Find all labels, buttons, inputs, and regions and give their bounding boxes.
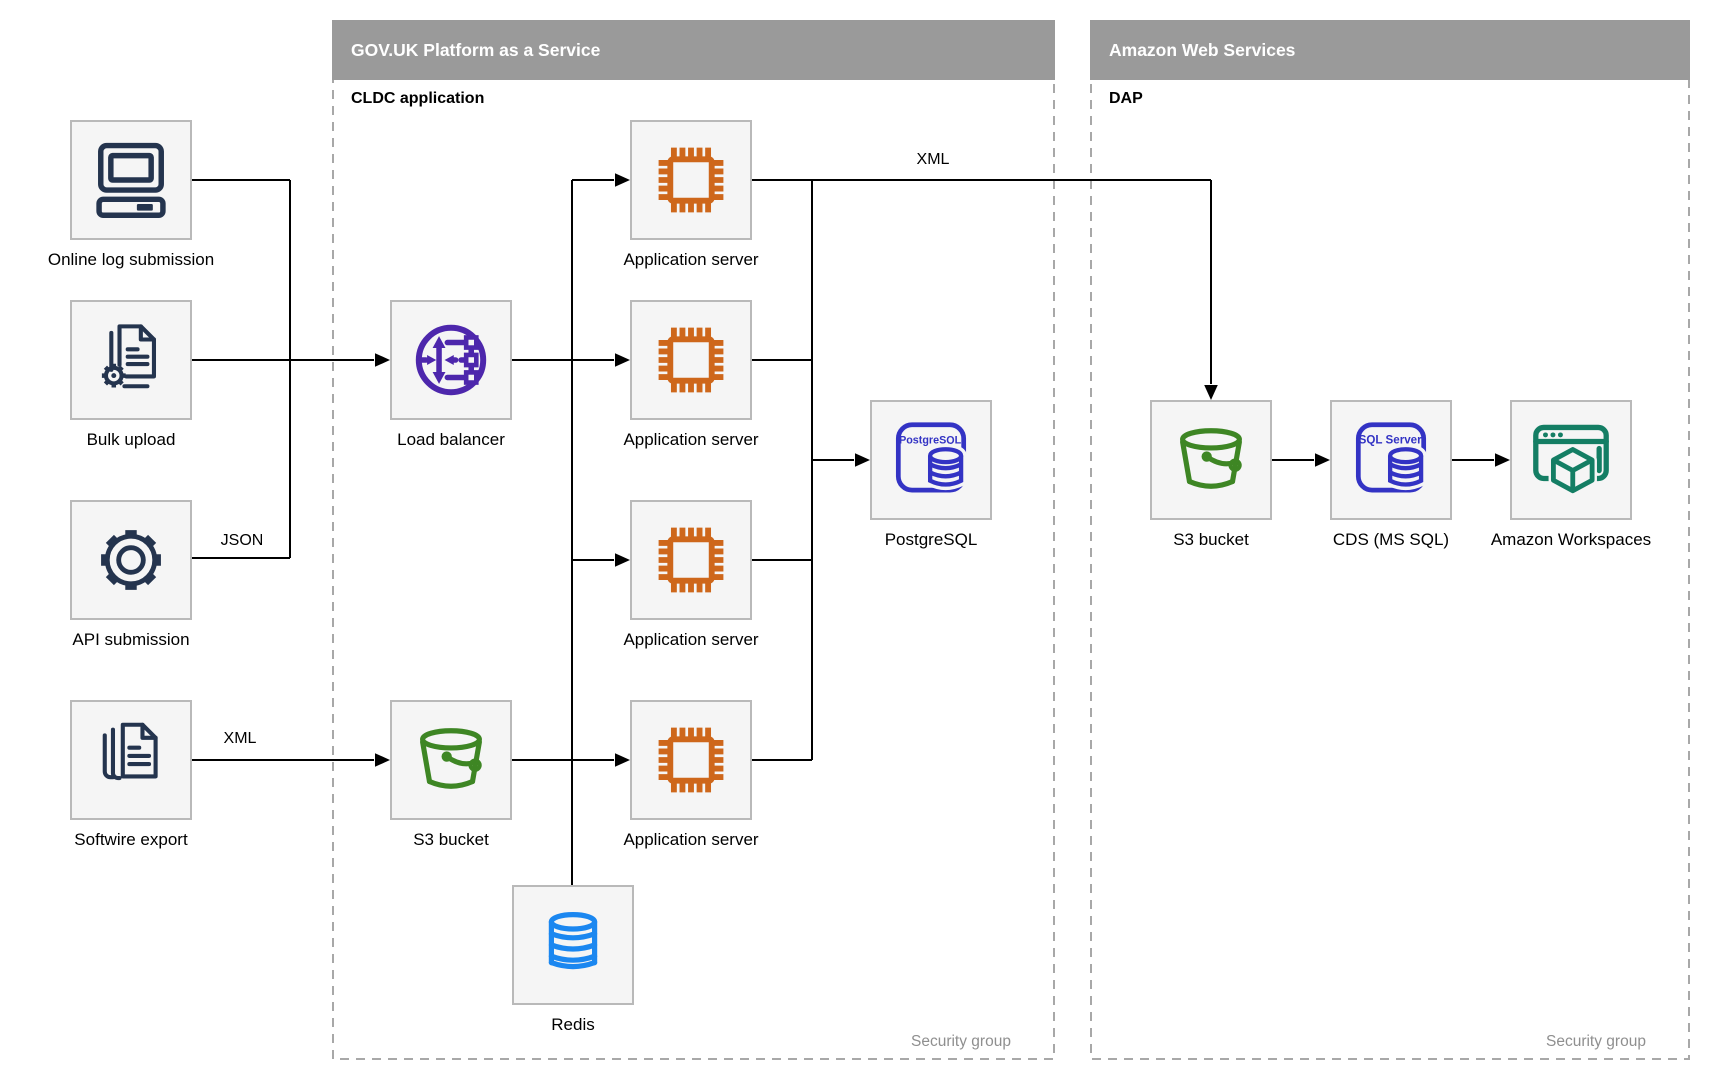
gear-icon <box>101 530 161 590</box>
node-label: Online log submission <box>47 250 215 269</box>
database-icon <box>548 912 598 970</box>
edge-label-json: JSON <box>217 532 267 550</box>
bucket-icon <box>420 728 482 789</box>
documents-stack-icon <box>102 722 158 781</box>
node-label: API submission <box>72 630 190 649</box>
node-label: Application server <box>623 830 759 849</box>
node-label: Redis <box>551 1015 595 1034</box>
node-application-server-4[interactable] <box>630 700 752 820</box>
connectors <box>192 178 1494 885</box>
node-application-server-2[interactable] <box>630 300 752 420</box>
node-label: Amazon Workspaces <box>1490 530 1652 549</box>
node-bulk-upload[interactable] <box>70 300 192 420</box>
node-label: Bulk upload <box>86 430 176 449</box>
edge-label-xml-softwire: XML <box>220 730 260 748</box>
edge-label-xml-aws: XML <box>913 151 953 169</box>
chip-icon <box>658 147 724 213</box>
node-label: Softwire export <box>74 830 188 849</box>
aws-security-group-label: Security group <box>1546 1033 1646 1050</box>
node-amazon-workspaces[interactable] <box>1510 400 1632 520</box>
chip-icon <box>658 727 724 793</box>
paas-container-titlebar[interactable]: GOV.UK Platform as a Service <box>332 20 1055 80</box>
workspaces-icon <box>1533 424 1609 496</box>
paas-sublabel: CLDC application <box>351 90 485 107</box>
document-gear-icon <box>101 324 157 389</box>
node-label: Application server <box>623 630 759 649</box>
bucket-icon <box>1180 428 1242 489</box>
paas-container-title: GOV.UK Platform as a Service <box>351 40 601 60</box>
chip-icon <box>658 327 724 393</box>
node-online-log-submission[interactable] <box>70 120 192 240</box>
load-balancer-icon <box>415 324 487 396</box>
aws-container-titlebar[interactable]: Amazon Web Services <box>1090 20 1690 80</box>
node-label: Load balancer <box>397 430 505 449</box>
computer-icon <box>96 142 166 219</box>
node-label: S3 bucket <box>1173 530 1249 549</box>
node-s3-bucket-aws[interactable] <box>1150 400 1272 520</box>
postgresql-icon: PostgreSQL <box>895 422 967 493</box>
node-application-server-1[interactable] <box>630 120 752 240</box>
node-redis[interactable] <box>512 885 634 1005</box>
node-load-balancer[interactable] <box>390 300 512 420</box>
node-application-server-3[interactable] <box>630 500 752 620</box>
node-cds-ms-sql[interactable]: SQL Server <box>1330 400 1452 520</box>
node-label: S3 bucket <box>413 830 489 849</box>
node-postgresql[interactable]: PostgreSQL <box>870 400 992 520</box>
node-api-submission[interactable] <box>70 500 192 620</box>
paas-security-group-label: Security group <box>911 1033 1011 1050</box>
aws-container-title: Amazon Web Services <box>1109 40 1296 60</box>
aws-sublabel: DAP <box>1109 90 1143 107</box>
node-softwire-export[interactable] <box>70 700 192 820</box>
sql-server-icon: SQL Server <box>1355 422 1427 493</box>
chip-icon <box>658 527 724 593</box>
node-label: Application server <box>623 430 759 449</box>
node-s3-bucket-paas[interactable] <box>390 700 512 820</box>
node-label: Application server <box>623 250 759 269</box>
node-label: PostgreSQL <box>884 530 978 549</box>
node-label: CDS (MS SQL) <box>1332 530 1450 549</box>
